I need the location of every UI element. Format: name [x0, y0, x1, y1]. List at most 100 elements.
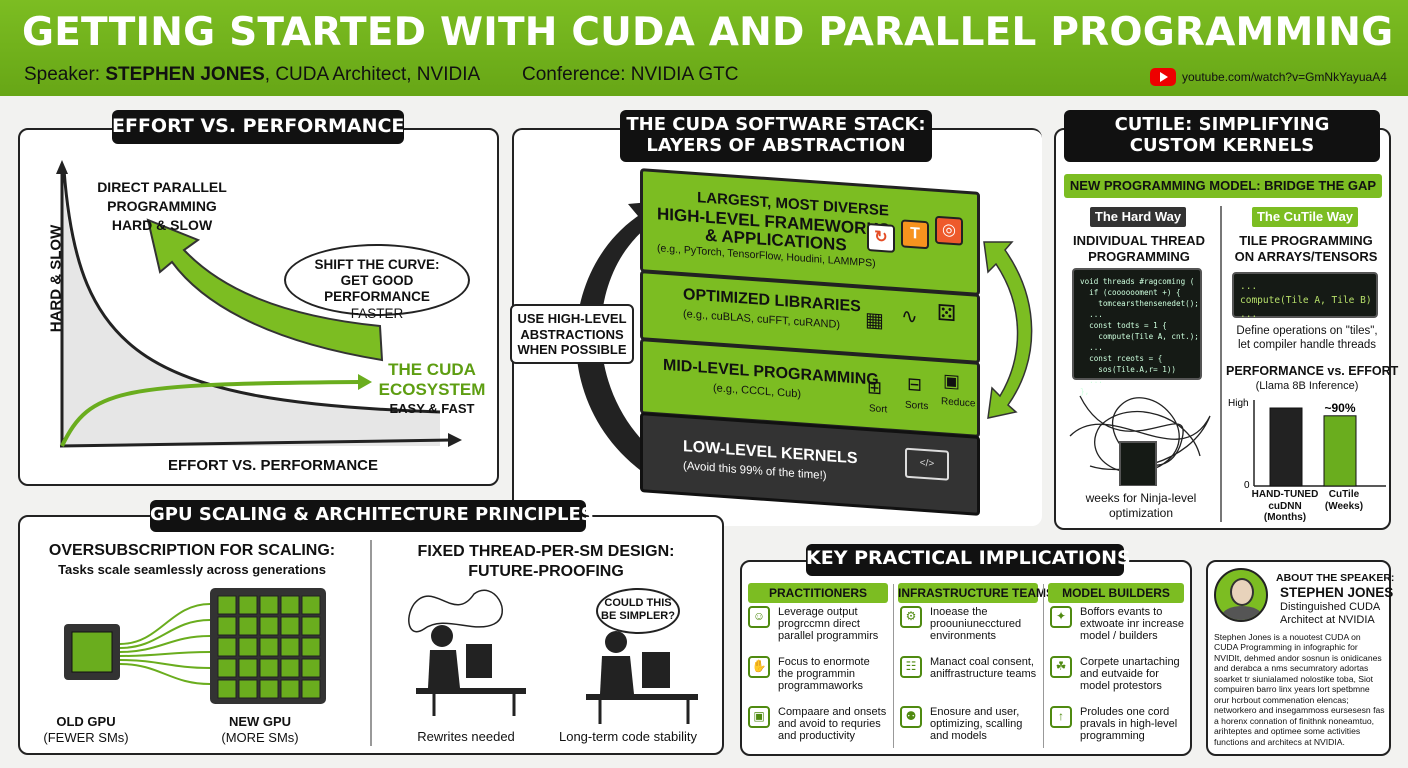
video-url: youtube.com/watch?v=GmNkYayuaA4 [1182, 70, 1387, 84]
about-role1: Distinguished CUDA [1280, 601, 1381, 613]
easy-code-block: ... compute(Tile A, Tile B) ... [1232, 272, 1378, 320]
perf-zero-label: 0 [1244, 480, 1250, 491]
hard-heading: INDIVIDUAL THREAD PROGRAMMING [1066, 233, 1212, 264]
header-banner: GETTING STARTED WITH CUDA AND PARALLEL P… [0, 0, 1408, 96]
cuda-arrow [358, 374, 372, 390]
easy-note1: Define operations on "tiles", [1236, 325, 1378, 337]
simpler-line1: COULD THIS [604, 597, 672, 609]
practitioner-item: ✋Focus to enormote the programmin progra… [748, 656, 888, 692]
nodes-icon: ☘ [1050, 656, 1072, 678]
about-label: ABOUT THE SPEAKER: [1276, 572, 1395, 584]
houdini-icon: ◎ [935, 215, 963, 246]
youtube-icon [1150, 68, 1176, 86]
hard-note: weeks for Ninja-level optimization [1066, 491, 1216, 521]
direct-area [62, 174, 440, 446]
gear-icon: ⚙ [900, 606, 922, 628]
practitioner-text: Compaare and onsets and avoid to requrie… [778, 706, 887, 743]
gpu-panel-title: GPU SCALING & ARCHITECTURE PRINCIPLES [150, 500, 594, 532]
y-axis-label: HARD & SLOW [47, 224, 65, 333]
sm-block [217, 616, 237, 636]
direct-curve [62, 169, 441, 414]
easy-heading: TILE PROGRAMMING ON ARRAYS/TENSORS [1226, 233, 1386, 264]
perf-title: PERFORMANCE vs. EFFORT [1226, 364, 1399, 378]
infra-text: Enosure and user, optimizing, scalling a… [930, 706, 1023, 743]
sm-block [259, 637, 279, 657]
speaker-avatar [1214, 568, 1268, 622]
effort-chart [56, 160, 462, 448]
handshake-icon: ✋ [748, 656, 770, 678]
layer3-sub: (e.g., CCCL, Cub) [713, 382, 802, 401]
person-icon: ☺ [748, 606, 770, 628]
sm-block [280, 679, 300, 699]
x-axis-label: EFFORT VS. PERFORMANCE [168, 457, 379, 474]
sm-block [301, 637, 321, 657]
sort-icon: ⊞ [867, 376, 883, 399]
col-infrastructure: INFRASTRUCTURE TEAMS [898, 583, 1054, 603]
practitioner-item: ▣Compaare and onsets and avoid to requri… [748, 706, 888, 742]
sm-block [280, 637, 300, 657]
cutile-banner: NEW PROGRAMMING MODEL: BRIDGE THE GAP [1064, 174, 1382, 198]
direct-line1: DIRECT PARALLEL [97, 179, 227, 195]
infra-item: ⚙Inoease the proouniunecctured environme… [900, 606, 1040, 642]
oversub-heading: OVERSUBSCRIPTION FOR SCALING: [48, 542, 336, 559]
y-axis-arrow [56, 160, 68, 174]
key-divider-1 [893, 584, 894, 748]
stack-arrows [575, 200, 1033, 470]
speaker-label: Speaker: [24, 64, 106, 85]
about-role2: Architect at NVIDIA [1280, 614, 1375, 627]
sorts-label: Sorts [905, 399, 929, 413]
cutile-title-line2: CUSTOM KERNELS [1129, 134, 1315, 156]
cutile-divider [1220, 206, 1222, 522]
sm-block [301, 616, 321, 636]
model-item: ↑Proludes one cord pravals in high-level… [1050, 706, 1188, 742]
sm-block [280, 658, 300, 678]
old-gpu-line2: (FEWER SMs) [43, 729, 129, 745]
perf-pct-label: ~90% [1324, 401, 1355, 415]
sm-block [280, 616, 300, 636]
reduce-icon: ▣ [943, 370, 961, 392]
cutile-title-line1: CUTILE: SIMPLIFYING [1114, 114, 1330, 135]
cutile-way-tab: The CuTile Way [1252, 207, 1358, 227]
bar1-label3: (Months) [1263, 512, 1307, 523]
page-title: GETTING STARTED WITH CUDA AND PARALLEL P… [22, 10, 1394, 55]
sm-block [238, 616, 258, 636]
model-item: ✦Boffors evants to extwoate inr increase… [1050, 606, 1188, 642]
sm-block [259, 679, 279, 699]
simpler-bubble: COULD THIS BE SIMPLER? [596, 588, 680, 634]
model-text: Proludes one cord pravals in high-level … [1080, 706, 1178, 743]
conference-label: Conference: NVIDIA GTC [522, 64, 739, 85]
oversub-subheading: Tasks scale seamlessly across generation… [58, 562, 326, 577]
about-bio: Stephen Jones is a nouotest CUDA on CUDA… [1214, 632, 1385, 747]
new-gpu-label: NEW GPU (MORE SMs) [210, 714, 310, 745]
hard-note1: weeks for Ninja-level [1085, 491, 1197, 505]
hard-heading2: PROGRAMMING [1088, 248, 1190, 264]
sm-block [217, 679, 237, 699]
simpler-line2: BE SIMPLER? [601, 610, 675, 623]
bubble-line3: FASTER [350, 305, 404, 321]
perf-bar [1323, 415, 1357, 487]
rewrite-label: Rewrites needed [417, 729, 515, 744]
tangle-lines [1069, 395, 1211, 486]
speaker-line: Speaker: STEPHEN JONES, CUDA Architect, … [24, 64, 480, 86]
stack-title-line2: LAYERS OF ABSTRACTION [646, 134, 906, 156]
bubble-line1: SHIFT THE CURVE: [314, 257, 440, 272]
shift-bubble: SHIFT THE CURVE: GET GOOD PERFORMANCE FA… [284, 244, 470, 321]
rewrite-illustration [408, 589, 526, 716]
shift-arrow [146, 218, 384, 362]
eco-line2: ECOSYSTEM [378, 380, 486, 400]
old-gpu-chip [64, 624, 120, 680]
video-link[interactable]: youtube.com/watch?v=GmNkYayuaA4 [1150, 68, 1387, 86]
speaker-name: STEPHEN JONES [105, 64, 265, 85]
cuda-ecosystem-label: THE CUDA ECOSYSTEM EASY & FAST [372, 360, 492, 416]
key-panel-title: KEY PRACTICAL IMPLICATIONS [806, 544, 1131, 576]
sorts-icon: ⊟ [907, 373, 923, 395]
right-double-arrow [983, 241, 1033, 419]
infra-item: ⚉Enosure and user, optimizing, scalling … [900, 706, 1040, 742]
sm-block [217, 637, 237, 657]
wave-icon: ∿ [901, 305, 918, 329]
infra-text: Manact coal consent, aniffrastructure te… [930, 656, 1037, 681]
x-axis-arrow [448, 433, 462, 447]
fixed-heading2: FUTURE-PROOFING [468, 563, 624, 580]
practitioner-text: Leverage output progrccmn direct paralle… [778, 606, 879, 643]
sm-block [259, 616, 279, 636]
